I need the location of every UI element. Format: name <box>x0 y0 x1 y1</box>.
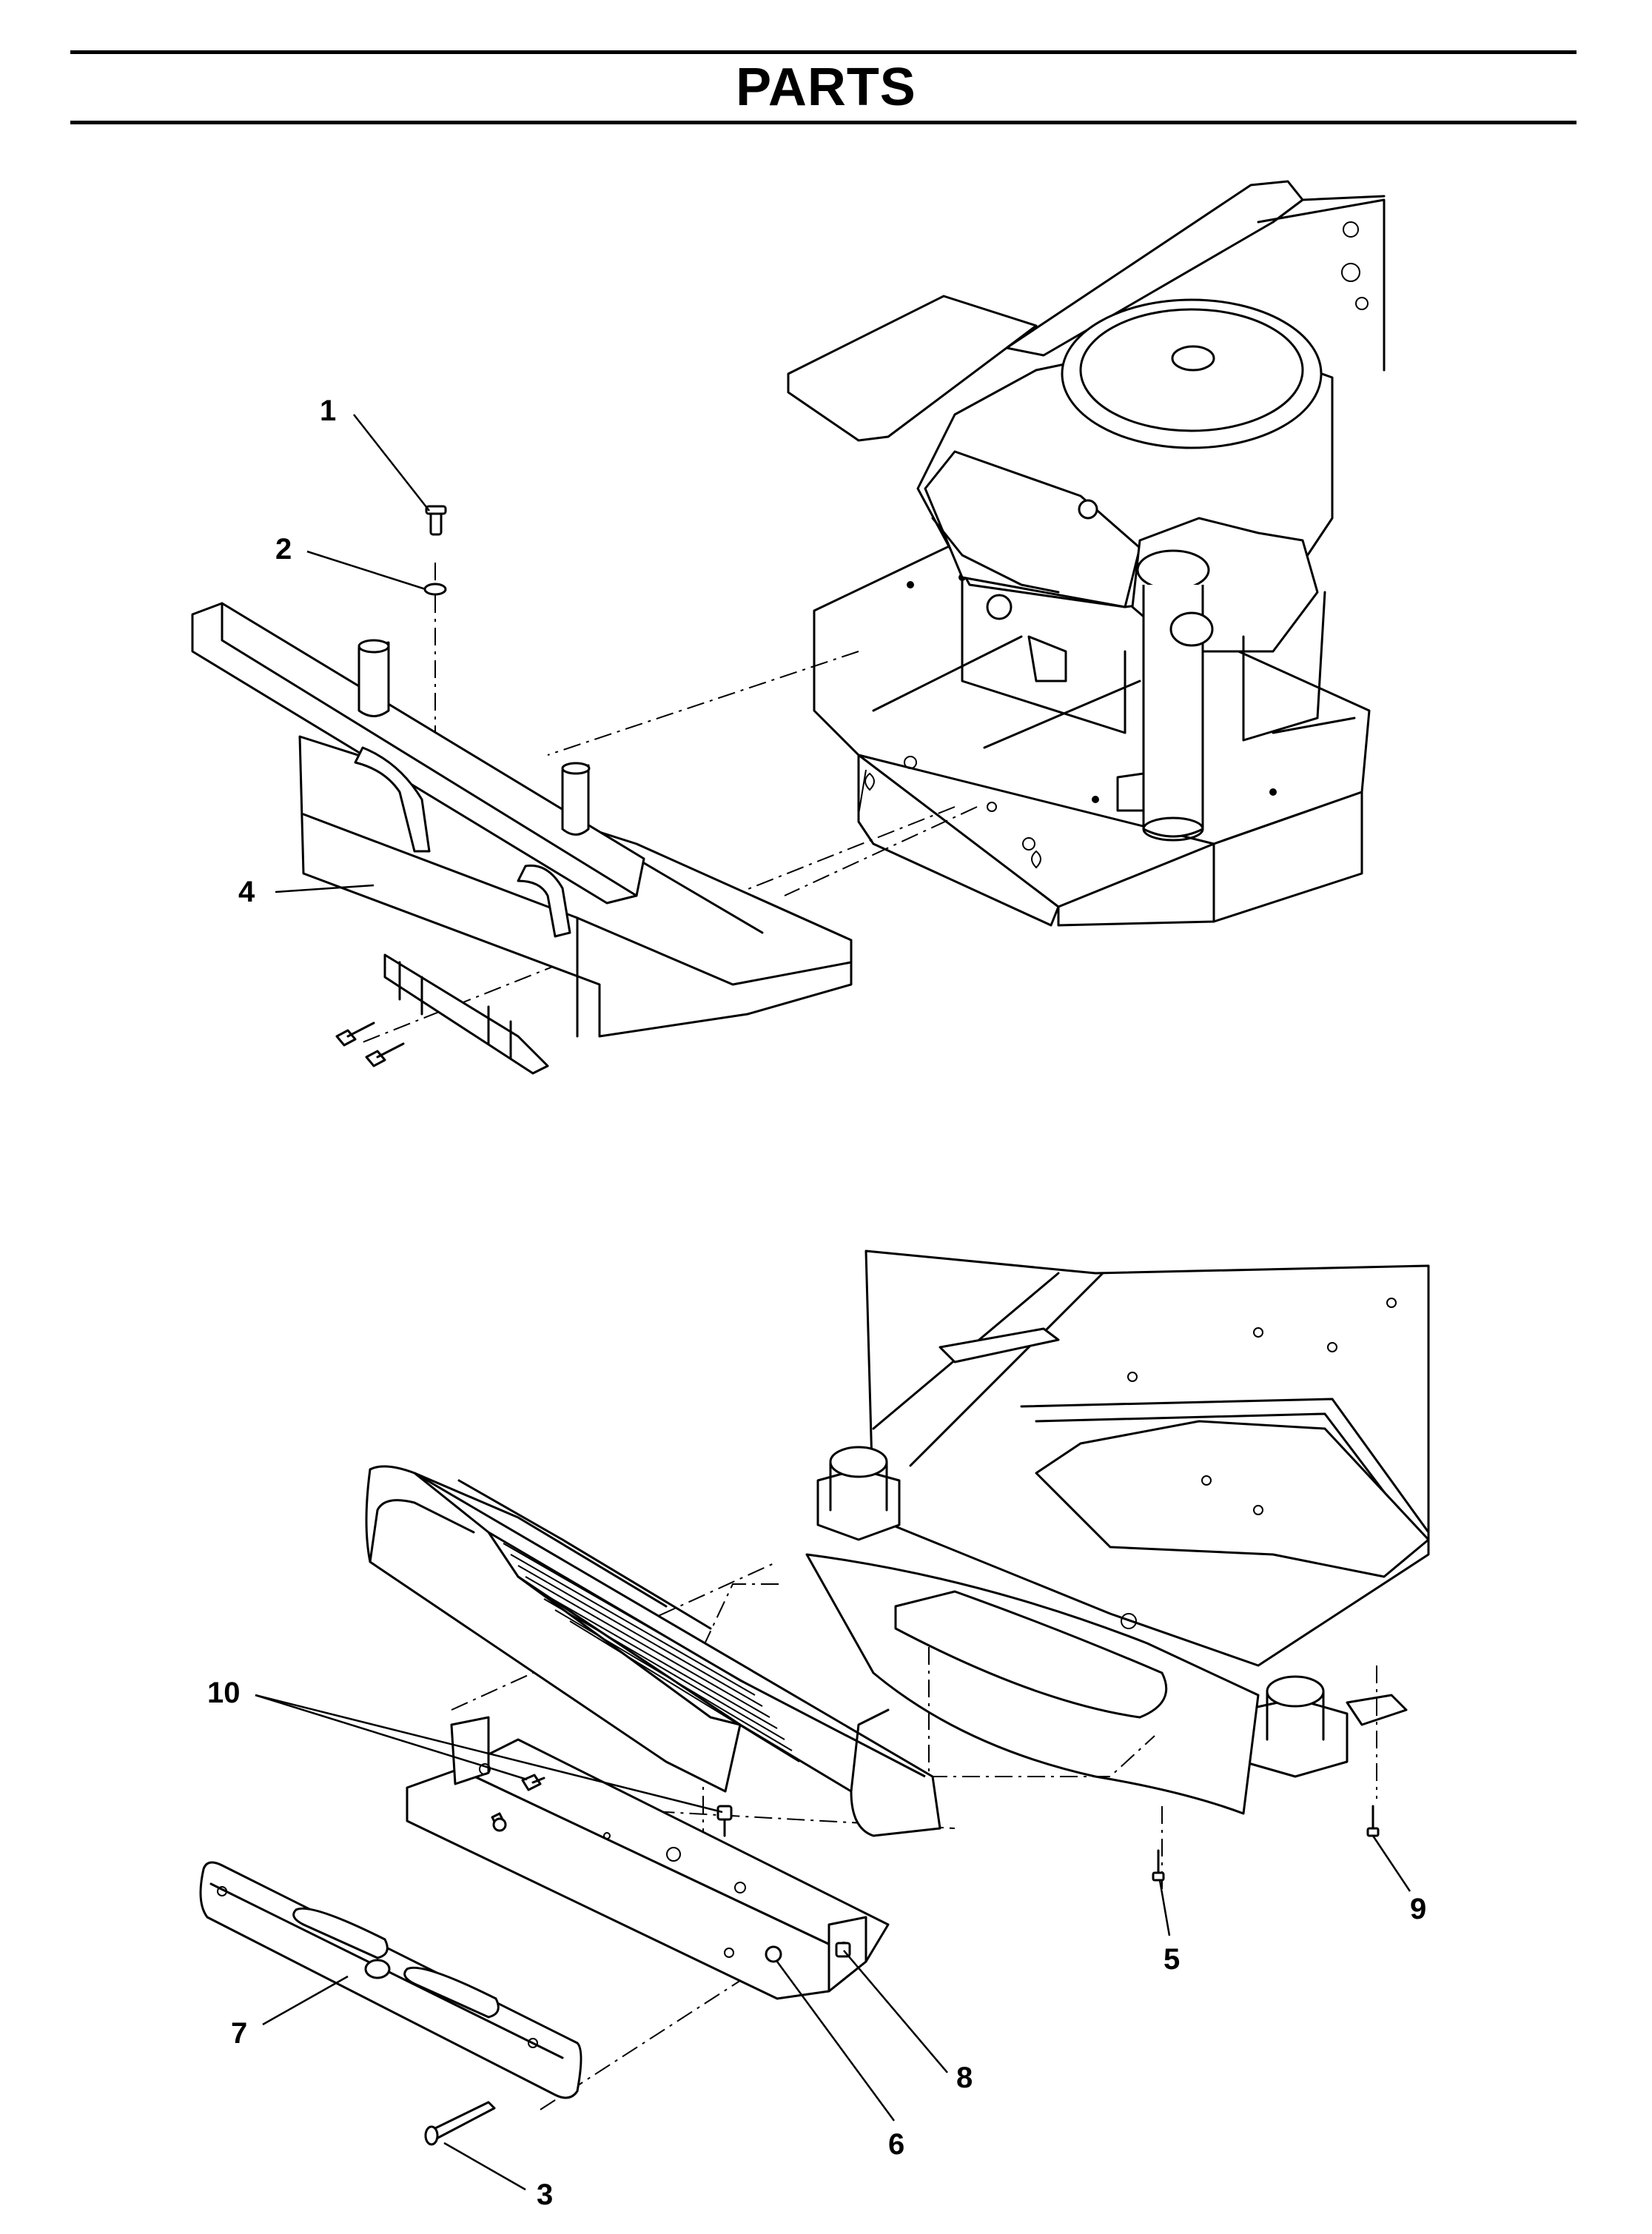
callout-1: 1 <box>320 395 336 427</box>
nut-part-6 <box>765 1945 782 1963</box>
top-alignment-line-1 <box>547 651 859 756</box>
leader-2 <box>306 550 426 591</box>
bumper-bolts <box>335 1022 405 1067</box>
leader-7 <box>262 1975 349 2026</box>
grille-cover <box>365 1465 941 1837</box>
callout-7: 7 <box>231 2017 247 2050</box>
lower-frame <box>864 1250 1430 1667</box>
callout-9: 9 <box>1410 1893 1426 1925</box>
leader-9 <box>1371 1835 1411 1892</box>
leader-10a <box>255 1694 528 1781</box>
bolts-part-10 <box>521 1774 733 1837</box>
washer-part-2 <box>423 583 447 596</box>
pivot-right <box>1242 1675 1408 1778</box>
callout-5: 5 <box>1164 1943 1180 1976</box>
callout-6: 6 <box>888 2128 904 2161</box>
callout-3: 3 <box>537 2178 553 2211</box>
bottom-alignment-line-1 <box>928 1647 1155 1777</box>
callout-10: 10 <box>207 1677 241 1709</box>
bumper-weight-part-4 <box>191 602 853 1075</box>
mounting-bracket <box>406 1716 890 2000</box>
engine-deck <box>813 531 1371 927</box>
leader-3 <box>443 2141 526 2191</box>
engine <box>916 298 1334 842</box>
leader-10b <box>255 1694 723 1814</box>
pin-part-3 <box>424 2101 496 2146</box>
title-rule-top <box>70 50 1577 54</box>
page-title: PARTS <box>736 58 916 117</box>
leader-8 <box>843 1950 948 2073</box>
engine-mount-plate <box>787 295 1038 442</box>
leader-1 <box>353 414 430 511</box>
screw-part-5 <box>1152 1849 1165 1882</box>
leader-5 <box>1158 1879 1171 1936</box>
top-assembly: 1 2 4 <box>191 180 1386 1075</box>
title-rule-bottom <box>70 121 1577 124</box>
top-alignment-line-2 <box>784 806 978 896</box>
pivot-left <box>816 1446 901 1541</box>
callout-2: 2 <box>275 533 292 566</box>
bumper-bar-part-7 <box>199 1861 582 2099</box>
leader-6 <box>776 1961 896 2121</box>
bottom-assembly: 10 7 3 6 8 5 9 <box>199 1250 1430 2211</box>
callout-8: 8 <box>956 2062 973 2094</box>
bottom-alignment-line-2 <box>702 1583 785 1648</box>
callout-4: 4 <box>238 876 255 908</box>
bolt-part-1 <box>425 505 447 536</box>
deflector-plate <box>805 1553 1260 1815</box>
leader-4 <box>275 884 375 893</box>
screw-part-9 <box>1366 1805 1380 1837</box>
